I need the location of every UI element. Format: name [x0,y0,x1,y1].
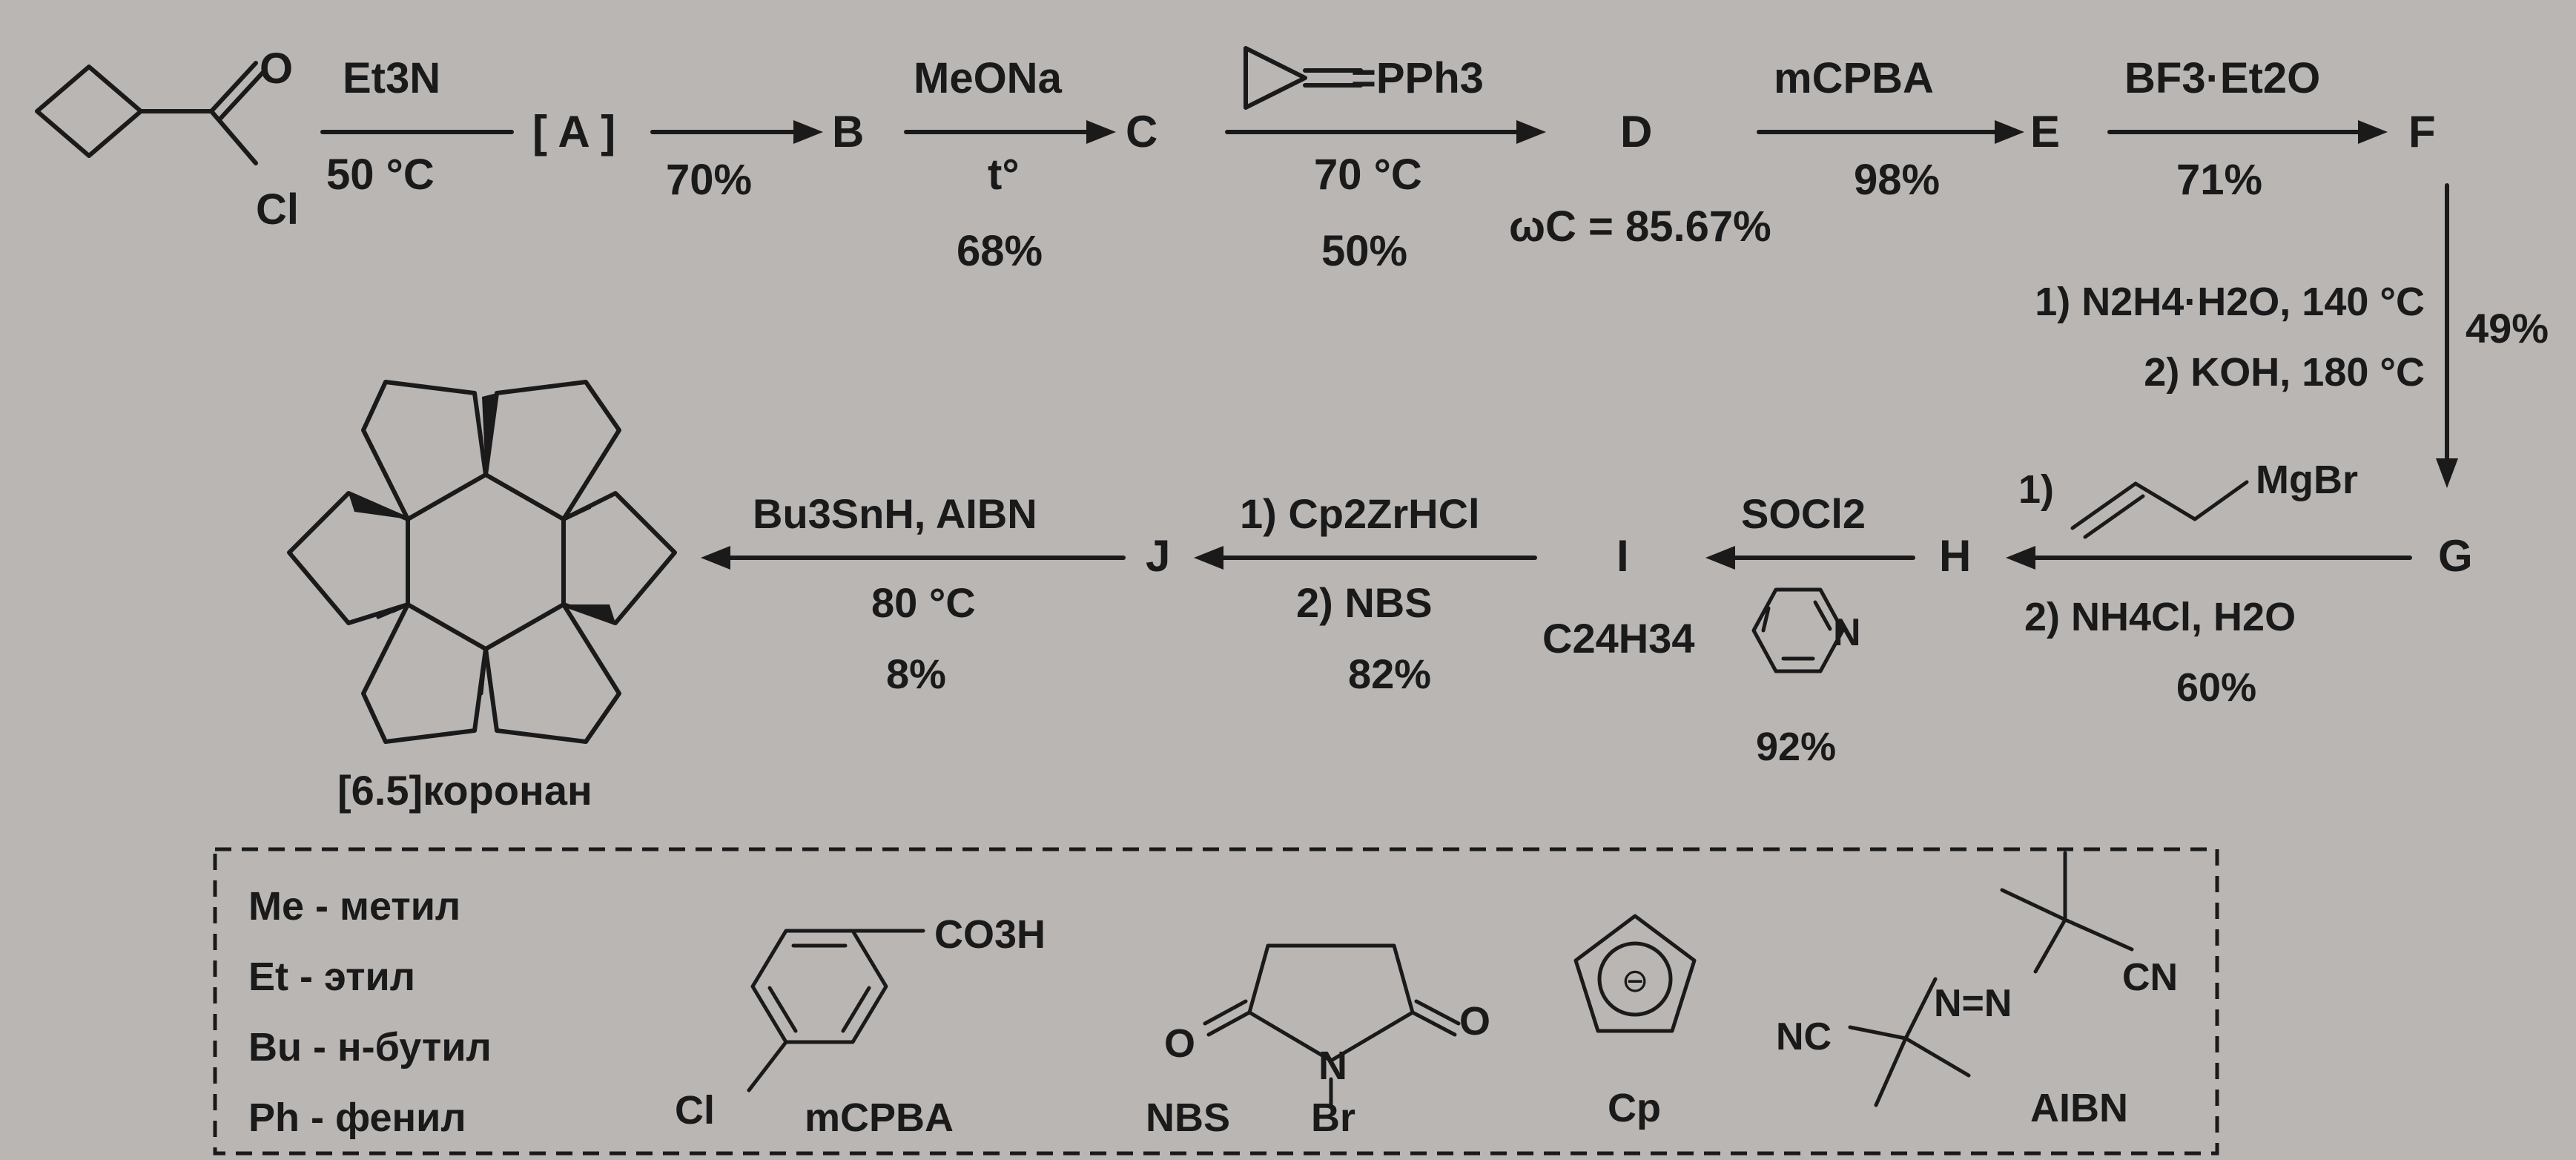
step8-condition-2: 2) NH4Cl, H2O [2024,595,2296,639]
nbs-oxygen-left: O [1164,1021,1195,1066]
intermediate-a-label: [ A ] [532,107,615,156]
step10-condition-1: 1) Cp2ZrHCl [1240,490,1480,537]
step1-reagent: Et3N [343,54,440,102]
product-name: [6.5]коронан [337,767,592,814]
nbs-bromine-label: Br [1311,1095,1355,1140]
pyridine-structure [1751,587,1845,673]
step9-arrowhead [1705,546,1735,570]
legend-box [213,847,2219,1156]
step3-yield: 68% [957,227,1043,275]
step11-arrowhead [701,546,730,570]
compound-c-label: C [1126,107,1157,156]
compound-i-formula: C24H34 [1542,615,1694,662]
pyridine-nitrogen-label: N [1833,611,1861,654]
step10-yield: 82% [1348,650,1431,697]
legend-abbr-me: Me - метил [248,884,460,929]
nbs-nitrogen-label: N [1318,1044,1347,1088]
aibn-azo-group: N=N [1934,982,2012,1025]
step8-condition-1-prefix: 1) [2018,467,2054,512]
step2-arrowhead [793,120,823,144]
step1-temperature: 50 °C [326,151,435,199]
compound-i-label: I [1616,531,1629,581]
cyclopentadienyl-structure [1573,914,1697,1033]
step3-condition: t° [988,151,1020,199]
mcpba-chlorine-label: Cl [675,1088,715,1133]
cp-negative-charge: ⊖ [1622,963,1649,999]
nbs-oxygen-right: O [1459,999,1490,1044]
compound-j-label: J [1146,531,1170,581]
step2-yield: 70% [666,156,752,204]
legend-abbr-et: Et - этил [248,955,415,999]
cyclobutanecarbonyl-chloride-structure: O Cl [35,45,299,234]
compound-b-label: B [832,107,864,156]
carbonyl-oxygen-label: O [260,45,293,93]
step4-temperature: 70 °C [1314,151,1422,199]
step11-yield: 8% [886,650,946,697]
nbs-name: NBS [1146,1095,1230,1140]
aibn-nitrile-left: NC [1776,1015,1832,1058]
step11-temperature: 80 °C [871,579,976,626]
compound-d-carbon-fraction: ωC = 85.67% [1509,202,1771,251]
step6-reagent: BF3·Et2O [2124,54,2320,102]
cyclopropylidene-triphenylphosphorane-structure [1244,46,1363,110]
step6-arrowhead [2358,120,2388,144]
mcpba-peracid-group: CO3H [934,912,1046,957]
step8-grignard-mgbr: MgBr [2256,458,2358,502]
step4-reagent: =PPh3 [1351,54,1484,102]
step3-arrowhead [1086,120,1116,144]
step5-reagent: mCPBA [1774,54,1934,102]
mcpba-structure [747,929,925,1093]
step7-arrowhead [2436,458,2458,488]
step9-yield: 92% [1756,725,1836,769]
allyl-group-structure [2070,480,2249,539]
compound-f-label: F [2408,107,2436,156]
aibn-name: AIBN [2030,1086,2128,1130]
step7-condition-2: 2) KOH, 180 °C [2144,350,2425,395]
step9-reagent: SOCl2 [1741,490,1866,537]
step4-arrowhead [1516,120,1546,144]
step11-reagent: Bu3SnH, AIBN [753,490,1037,537]
step7-condition-1: 1) N2H4·H2O, 140 °C [2035,280,2425,324]
step3-reagent: MeONa [914,54,1063,102]
compound-d-label: D [1620,107,1652,156]
legend-abbr-bu: Bu - н-бутил [248,1025,492,1070]
step10-condition-2: 2) NBS [1296,579,1433,626]
compound-h-label: H [1939,531,1971,581]
compound-e-label: E [2030,107,2060,156]
step4-yield: 50% [1321,227,1407,275]
chloride-label: Cl [256,185,299,234]
step8-yield: 60% [2176,665,2256,710]
step5-arrowhead [1995,120,2024,144]
aibn-structure [1848,851,2134,1107]
aibn-nitrile-right: CN [2122,956,2178,999]
coronane-structure [287,380,677,744]
step10-arrowhead [1194,546,1223,570]
step8-arrowhead [2006,546,2035,570]
legend-abbr-ph: Ph - фенил [248,1095,466,1140]
step6-yield: 71% [2176,156,2262,204]
nbs-structure [1203,943,1461,1107]
step5-yield: 98% [1854,156,1940,204]
mcpba-name: mCPBA [805,1095,954,1140]
step7-yield: 49% [2466,305,2549,352]
compound-g-label: G [2438,531,2473,581]
cp-name: Cp [1608,1086,1661,1130]
